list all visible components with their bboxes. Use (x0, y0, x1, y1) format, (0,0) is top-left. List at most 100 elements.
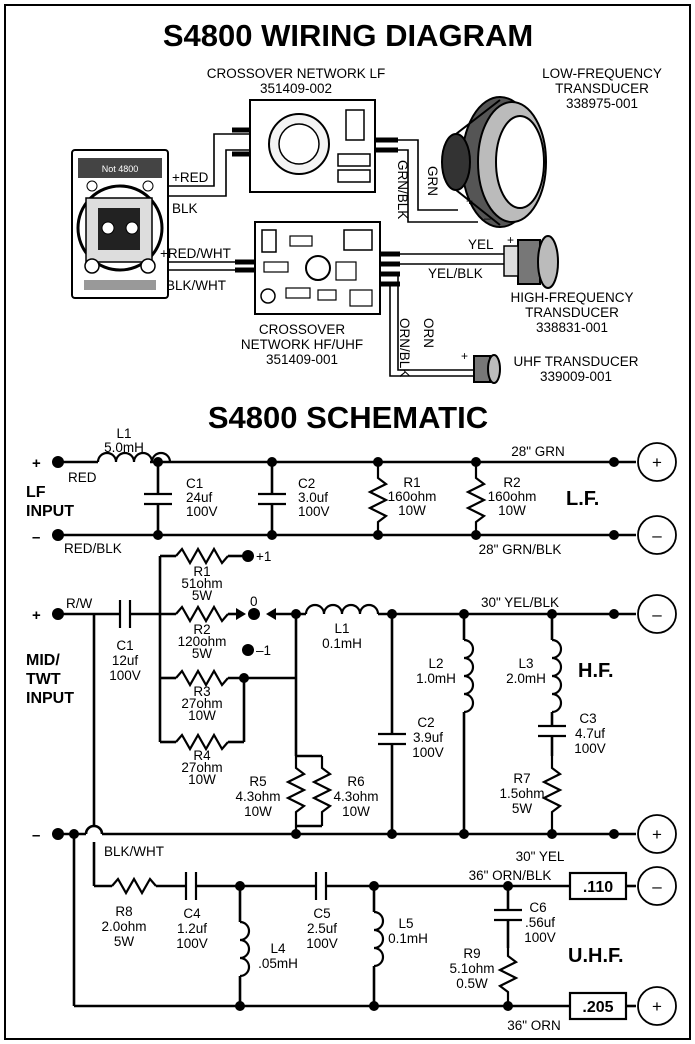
hf-r7-name: R7 (513, 771, 530, 786)
uhf-c6-name: C6 (529, 900, 546, 915)
crossover-hf-label-2: NETWORK HF/UHF (241, 337, 363, 352)
lf-minus-terminal: – (637, 515, 677, 555)
uhf-l4-value: .05mH (258, 956, 298, 971)
hf-c2-name: C2 (417, 715, 434, 730)
wire-label-red: +RED (172, 170, 209, 185)
wire-label-grn-blk: GRN/BLK (395, 160, 410, 219)
crossover-lf-part: 351409-002 (260, 81, 332, 96)
lf-transducer-label-1: LOW-FREQUENCY (542, 66, 662, 81)
uhf-l5-name: L5 (398, 916, 413, 931)
hf-r5-name: R5 (249, 774, 266, 789)
crossover-lf-board (249, 99, 376, 193)
lf-bottom-wire-label: 28" GRN/BLK (479, 542, 562, 557)
lf-minus-sign: – (32, 529, 40, 546)
hf-c1-name: C1 (116, 638, 133, 653)
svg-text:–: – (652, 877, 662, 896)
uhf-section-label: U.H.F. (568, 945, 624, 967)
hf-c2-value: 3.9uf (413, 730, 443, 745)
hf-r4-rating: 10W (188, 772, 216, 787)
uhf-c5-value: 2.5uf (307, 921, 337, 936)
wire-label-blk-wht: BLK/WHT (166, 278, 226, 293)
uhf-top-wire-label: 36" ORN/BLK (469, 868, 552, 883)
uhf-c4-rating: 100V (176, 936, 208, 951)
hf-r6-rating: 10W (342, 804, 370, 819)
hf-tap-0: 0 (250, 594, 258, 609)
hf-c2-rating: 100V (412, 745, 444, 760)
lf-section-label: L.F. (566, 488, 599, 510)
uhf-c6-value: .56uf (525, 915, 555, 930)
lf-l1-value: 5.0mH (104, 440, 144, 455)
lf-c2-value: 3.0uf (298, 490, 328, 505)
hf-plus-sign: + (32, 607, 41, 624)
diagram-frame (4, 4, 691, 1040)
uhf-minus-terminal: – (637, 866, 677, 906)
hf-transducer-part: 338831-001 (536, 320, 608, 335)
hf-r1-name: R1 (193, 564, 210, 579)
lf-top-wire-label: 28" GRN (511, 444, 565, 459)
uhf-tag-top: .110 (583, 879, 613, 896)
crossover-hf-board (254, 221, 381, 315)
svg-text:+: + (652, 997, 662, 1016)
hf-r3-rating: 10W (188, 708, 216, 723)
wire-label-red-wht: +RED/WHT (160, 246, 231, 261)
svg-text:+: + (466, 194, 473, 208)
lf-transducer-part: 338975-001 (566, 96, 638, 111)
svg-text:+: + (652, 825, 662, 844)
hf-l2-name: L2 (428, 656, 443, 671)
hf-r4-name: R4 (193, 748, 211, 763)
lf-l1-name: L1 (116, 426, 131, 441)
hf-l1-name: L1 (334, 621, 349, 636)
hf-c3-rating: 100V (574, 741, 606, 756)
hf-bottom-wire-label: 30" YEL (516, 849, 565, 864)
wire-label-blk: BLK (172, 201, 198, 216)
hf-l3-name: L3 (518, 656, 533, 671)
uhf-network (69, 829, 636, 1021)
uhf-r9-value: 5.1ohm (449, 961, 494, 976)
hf-transducer: + (503, 233, 559, 289)
hf-r7-rating: 5W (512, 801, 533, 816)
uhf-tag-bottom: .205 (582, 999, 613, 1016)
hf-r4-value: 27ohm (181, 760, 222, 775)
hf-blk-wht-label: BLK/WHT (104, 844, 164, 859)
hf-l1-value: 0.1mH (322, 636, 362, 651)
lf-transducer-label-2: TRANSDUCER (555, 81, 649, 96)
hf-l2-value: 1.0mH (416, 671, 456, 686)
uhf-l5-value: 0.1mH (388, 931, 428, 946)
wiring-harness (168, 127, 504, 377)
hf-input-label-3: INPUT (26, 690, 74, 707)
hf-r1-value: 51ohm (181, 576, 222, 591)
lf-r2-rating: 10W (498, 503, 526, 518)
wire-label-orn: ORN (421, 318, 436, 348)
uhf-bottom-wire-label: 36" ORN (507, 1018, 561, 1033)
hf-section-label: H.F. (578, 660, 614, 682)
hf-input-label-2: TWT (26, 671, 61, 688)
hf-r3-name: R3 (193, 684, 210, 699)
lf-plus-sign: + (32, 455, 41, 472)
lf-network (52, 451, 636, 541)
lf-red-blk-label: RED/BLK (64, 541, 122, 556)
hf-c1-value: 12uf (112, 653, 139, 668)
hf-c3-name: C3 (579, 711, 596, 726)
hf-minus-sign: – (32, 827, 40, 844)
uhf-plus-terminal: + (637, 986, 677, 1026)
lf-r1-value: 160ohm (388, 489, 437, 504)
lf-c1-rating: 100V (186, 504, 218, 519)
hf-rw-label: R/W (66, 596, 93, 611)
hf-r3-value: 27ohm (181, 696, 222, 711)
uhf-transducer-part: 339009-001 (540, 369, 612, 384)
wire-label-yel: YEL (468, 237, 494, 252)
svg-text:–: – (484, 211, 491, 225)
input-terminal-plate: Not 4800 (71, 149, 169, 299)
lf-r1-name: R1 (403, 475, 420, 490)
lf-transducer-woofer: + – (441, 96, 547, 228)
hf-r5-value: 4.3ohm (235, 789, 280, 804)
hf-transducer-label-2: TRANSDUCER (525, 305, 619, 320)
svg-text:–: – (652, 605, 662, 624)
wiring-title: S4800 WIRING DIAGRAM (163, 18, 533, 53)
hf-top-wire-label: 30" YEL/BLK (481, 595, 559, 610)
lf-r2-name: R2 (503, 475, 520, 490)
svg-text:+: + (507, 233, 514, 247)
lf-r1-rating: 10W (398, 503, 426, 518)
hf-c1-rating: 100V (109, 668, 141, 683)
